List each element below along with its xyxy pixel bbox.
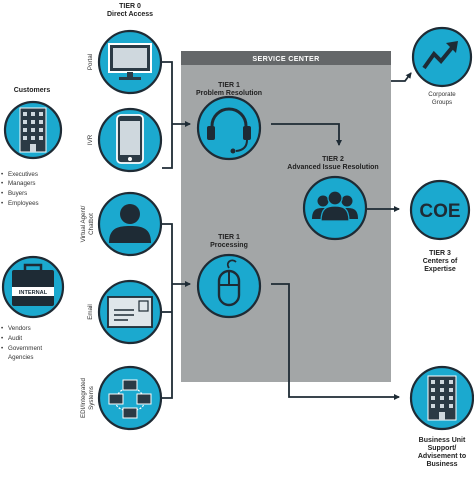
internal-list: • Vendors • Audit • Government Agencies bbox=[1, 325, 42, 361]
svg-text:•: • bbox=[1, 190, 3, 197]
tier1-processing-sublabel: Processing bbox=[210, 242, 248, 249]
arrow-to-business bbox=[271, 283, 400, 400]
coe-tier-label: TIER 3 bbox=[429, 250, 451, 257]
corporate-label-line1: Corporate bbox=[428, 91, 456, 98]
headset-icon bbox=[207, 107, 251, 154]
customers-item: Buyers bbox=[8, 190, 27, 197]
business-node bbox=[409, 365, 474, 431]
chatbot-label-line1: Virtual Agent/ bbox=[80, 205, 87, 242]
business-label-line4: Business bbox=[426, 461, 457, 468]
customers-title: Customers bbox=[14, 87, 51, 94]
building-icon bbox=[427, 375, 457, 421]
portal-label: Portal bbox=[87, 54, 94, 70]
tier1-problem-sublabel: Problem Resolution bbox=[196, 90, 262, 97]
briefcase-icon: INTERNAL bbox=[12, 263, 54, 306]
internal-node: INTERNAL bbox=[1, 255, 65, 319]
portal-node bbox=[97, 29, 163, 95]
service-center-header bbox=[181, 51, 391, 65]
coe-icon: COE bbox=[419, 201, 460, 222]
internal-badge: INTERNAL bbox=[19, 290, 48, 296]
connector-lines bbox=[162, 61, 412, 400]
email-node bbox=[97, 279, 163, 345]
coe-label-line3: Expertise bbox=[424, 266, 456, 273]
chatbot-node bbox=[97, 191, 163, 257]
customers-item: Employees bbox=[8, 200, 39, 207]
svg-text:•: • bbox=[1, 325, 3, 332]
problem-resolution-node bbox=[196, 95, 262, 161]
top-channels-bracket bbox=[162, 61, 173, 169]
internal-item: Agencies bbox=[8, 354, 33, 361]
business-label-line3: Advisement to bbox=[418, 453, 466, 460]
business-label-line2: Support/ bbox=[428, 445, 457, 452]
processing-node bbox=[196, 253, 262, 319]
svg-text:•: • bbox=[1, 345, 3, 352]
tier2-label: TIER 2 bbox=[322, 156, 344, 163]
mouse-icon bbox=[217, 259, 241, 307]
tier0-sublabel: Direct Access bbox=[107, 11, 153, 18]
envelope-icon bbox=[107, 296, 153, 328]
coe-label-line2: Centers of bbox=[423, 258, 458, 265]
customers-item: Executives bbox=[8, 171, 38, 178]
network-icon bbox=[108, 379, 152, 419]
person-icon bbox=[109, 204, 151, 243]
svg-text:•: • bbox=[1, 180, 3, 187]
internal-item: Government bbox=[8, 345, 42, 352]
tier0-label: TIER 0 bbox=[119, 3, 141, 10]
business-label-line1: Business Unit bbox=[419, 437, 466, 444]
ivr-label: IVR bbox=[87, 134, 94, 145]
customers-list: • Executives • Managers • Buyers • Emplo… bbox=[1, 171, 39, 207]
svg-text:•: • bbox=[1, 200, 3, 207]
internal-item: Vendors bbox=[8, 325, 31, 332]
customers-node bbox=[3, 100, 63, 160]
ivr-node bbox=[97, 107, 163, 173]
tier1-processing-label: TIER 1 bbox=[218, 234, 240, 241]
edi-label-line1: EDI/Integrated bbox=[80, 377, 87, 417]
email-label: Email bbox=[87, 304, 94, 319]
tier1-problem-label: TIER 1 bbox=[218, 82, 240, 89]
growth-arrow-icon bbox=[422, 41, 458, 70]
arrow-to-tier2 bbox=[271, 123, 342, 146]
service-center-title: SERVICE CENTER bbox=[252, 54, 320, 63]
edi-label-line2: Systems bbox=[88, 386, 95, 410]
advanced-resolution-node bbox=[302, 175, 368, 241]
arrow-to-corporate bbox=[391, 72, 412, 82]
tier2-sublabel: Advanced Issue Resolution bbox=[287, 164, 378, 171]
bottom-channels-bracket bbox=[162, 223, 173, 399]
svg-text:•: • bbox=[1, 335, 3, 342]
monitor-icon bbox=[108, 43, 152, 80]
edi-node bbox=[97, 365, 163, 431]
chatbot-label-line2: Chatbot bbox=[88, 213, 95, 235]
customers-item: Managers bbox=[8, 180, 36, 187]
internal-item: Audit bbox=[8, 335, 22, 342]
group-icon bbox=[312, 190, 358, 222]
corporate-node bbox=[411, 26, 473, 88]
corporate-label-line2: Groups bbox=[432, 99, 452, 106]
building-icon bbox=[19, 107, 47, 153]
coe-node: COE bbox=[409, 179, 471, 241]
svg-text:•: • bbox=[1, 171, 3, 178]
phone-icon bbox=[116, 114, 144, 164]
